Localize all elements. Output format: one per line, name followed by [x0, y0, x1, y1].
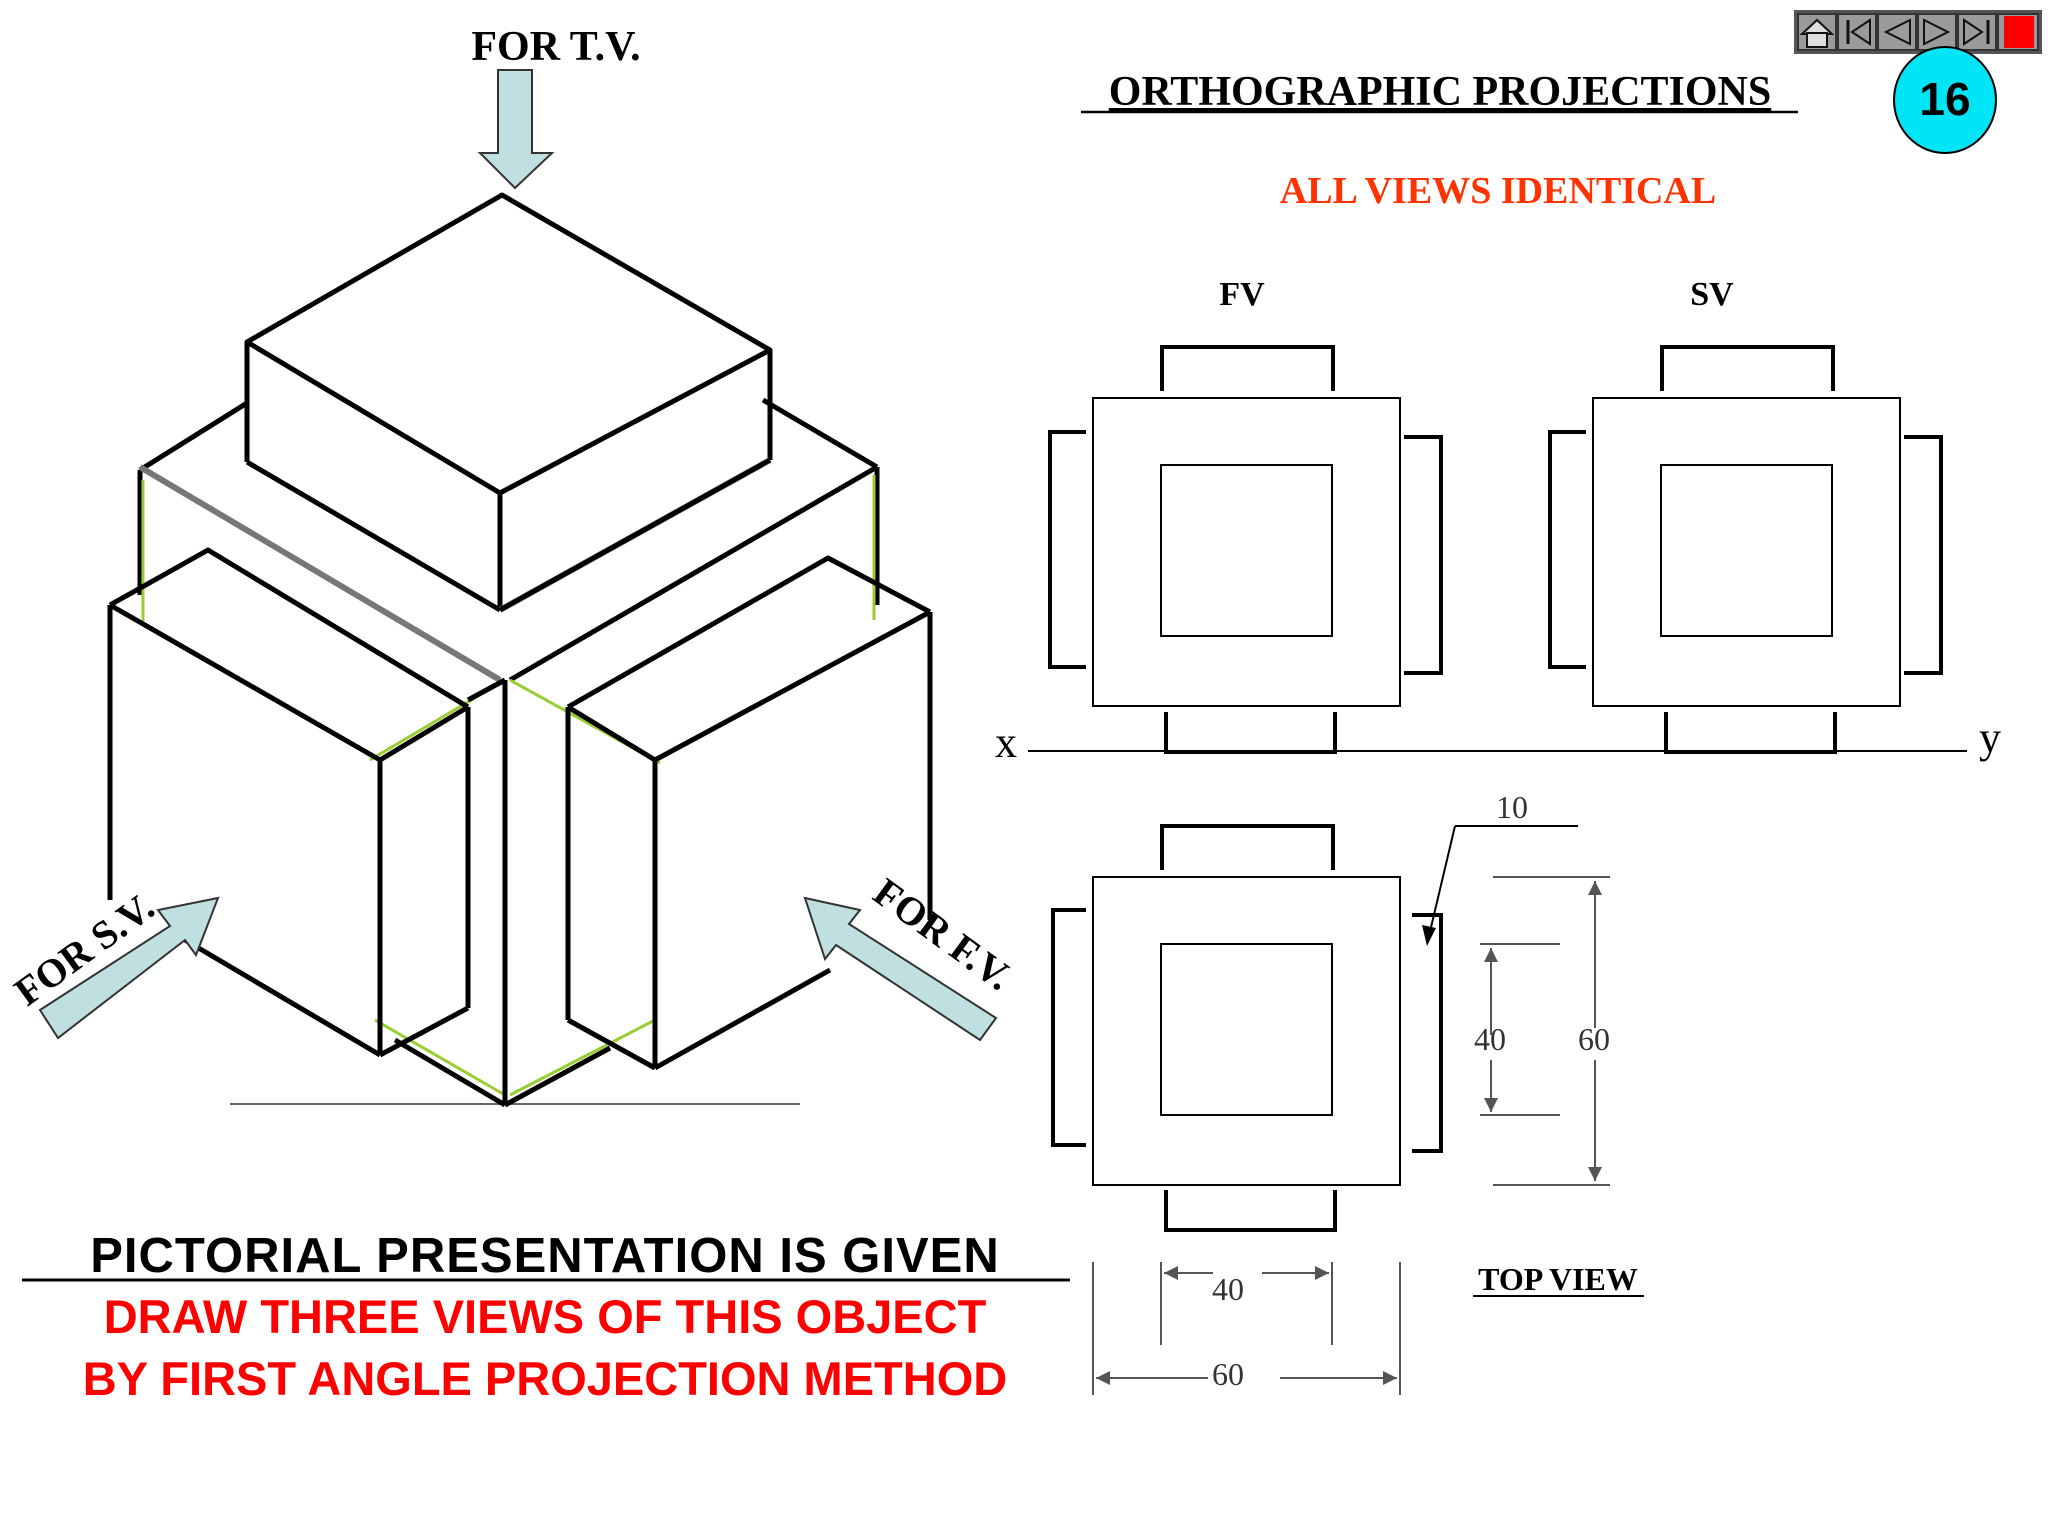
- fv-label: FV: [1219, 276, 1265, 313]
- top-view-label: TOP VIEW: [1478, 1261, 1638, 1297]
- last-slide-button[interactable]: [1957, 13, 1997, 51]
- previous-slide-button[interactable]: [1877, 13, 1917, 51]
- top-view: [1051, 824, 1443, 1232]
- left-block-edge: [108, 547, 470, 710]
- stop-button[interactable]: [1997, 13, 2039, 51]
- hidden-edges: [141, 475, 876, 1097]
- side-view: [1548, 345, 1943, 754]
- dim-60-horizontal-label: 60: [1212, 1356, 1244, 1392]
- page-number-badge: 16: [1893, 46, 1997, 154]
- arrow-for-sv: [38, 896, 220, 1040]
- top-block-top: [244, 192, 773, 496]
- right-block-edge: [566, 555, 932, 710]
- dimension-lines: [1092, 825, 1610, 1395]
- middle-slab-edge: [138, 400, 249, 473]
- dim-40-vertical-label: 40: [1474, 1021, 1506, 1057]
- front-view: [1048, 345, 1443, 754]
- last-slide-icon: [1963, 18, 1990, 46]
- previous-slide-icon: [1883, 18, 1911, 46]
- dim-10-label: 10: [1496, 789, 1528, 825]
- next-slide-icon: [1923, 18, 1951, 46]
- instruction-line-3: BY FIRST ANGLE PROJECTION METHOD: [83, 1352, 1007, 1405]
- instruction-line-1: PICTORIAL PRESENTATION IS GIVEN: [90, 1229, 999, 1283]
- first-slide-icon: [1846, 18, 1871, 46]
- dim-60-vertical-label: 60: [1578, 1021, 1610, 1057]
- nav-toolbar: [1794, 10, 2042, 54]
- arrow-for-fv: [803, 896, 998, 1042]
- y-label: y: [1979, 713, 2001, 762]
- pictorial-view: [107, 192, 933, 1108]
- page-number: 16: [1919, 73, 1970, 125]
- middle-slab-edge: [761, 397, 879, 470]
- slide-subtitle: ALL VIEWS IDENTICAL: [1280, 170, 1716, 212]
- slide-title: ORTHOGRAPHIC PROJECTIONS: [1109, 69, 1771, 115]
- home-icon: [1799, 18, 1835, 48]
- home-button[interactable]: [1797, 13, 1837, 51]
- arrow-for-tv: [477, 69, 555, 190]
- instruction-line-2: DRAW THREE VIEWS OF THIS OBJECT: [104, 1290, 987, 1343]
- x-label: x: [995, 718, 1017, 767]
- stop-icon: [2004, 16, 2034, 48]
- dim-40-horizontal-label: 40: [1212, 1271, 1244, 1307]
- next-slide-button[interactable]: [1917, 13, 1957, 51]
- sv-label: SV: [1690, 276, 1734, 313]
- label-for-tv: FOR T.V.: [471, 24, 640, 70]
- first-slide-button[interactable]: [1837, 13, 1877, 51]
